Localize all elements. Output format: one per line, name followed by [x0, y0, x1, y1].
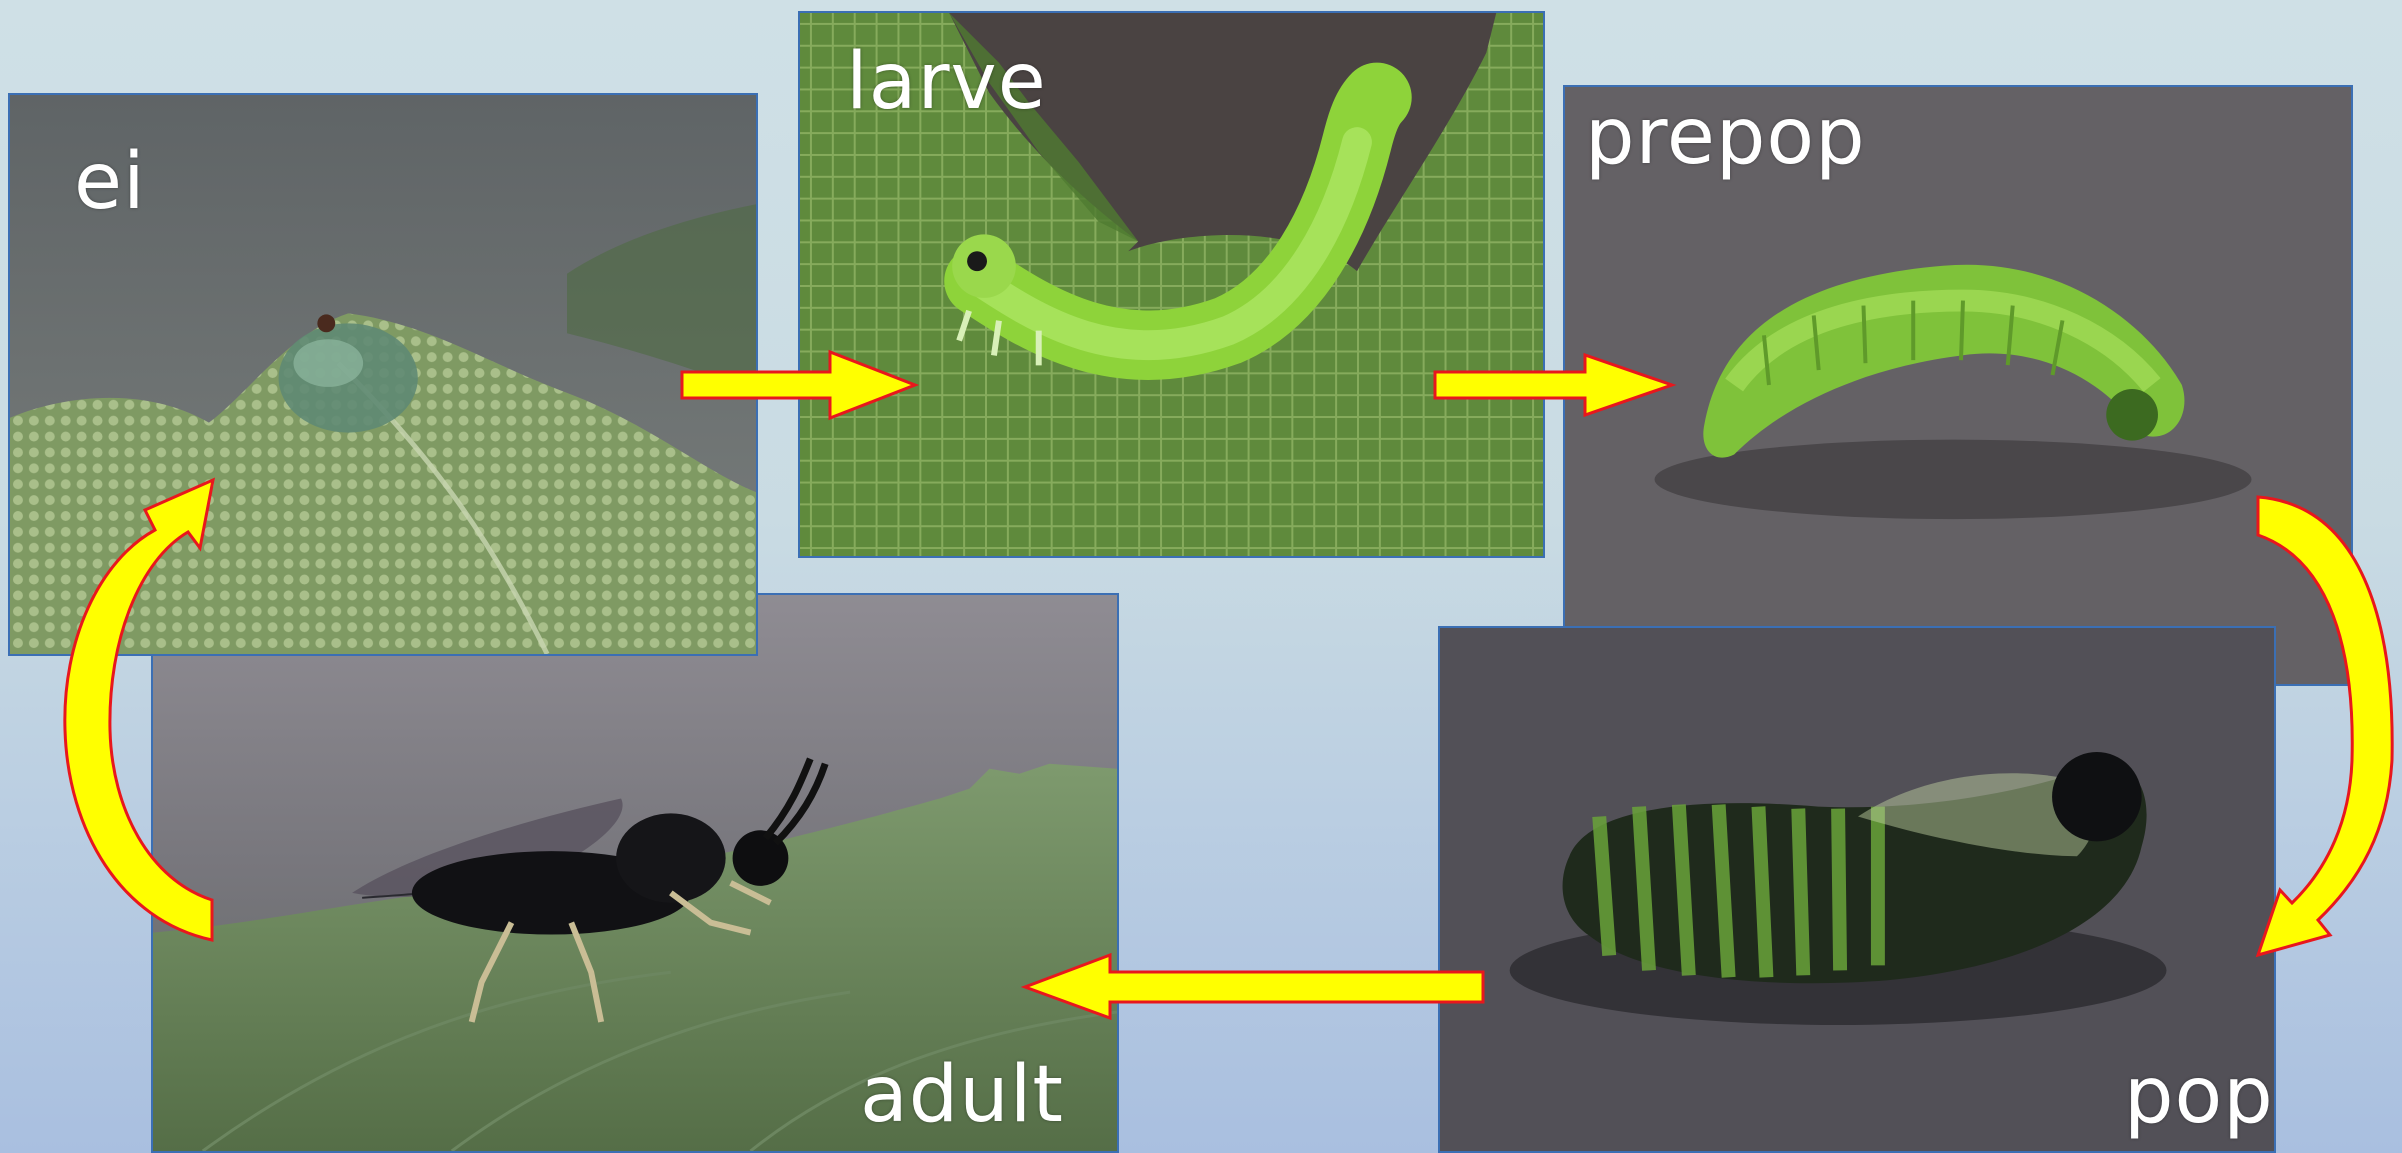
stage-label-prepop: prepop [1585, 92, 1866, 182]
prepupa-photo: prepop [1563, 85, 2353, 686]
larva-photo: larve [798, 11, 1545, 558]
stage-label-larve: larve [846, 37, 1047, 127]
egg-photo: ei [8, 93, 758, 656]
stage-label-ei: ei [74, 137, 146, 227]
pupa-photo: pop [1438, 626, 2276, 1153]
stage-label-pop: pop [2124, 1051, 2274, 1141]
stage-label-adult: adult [860, 1050, 1064, 1140]
adult-photo: adult [151, 593, 1119, 1153]
